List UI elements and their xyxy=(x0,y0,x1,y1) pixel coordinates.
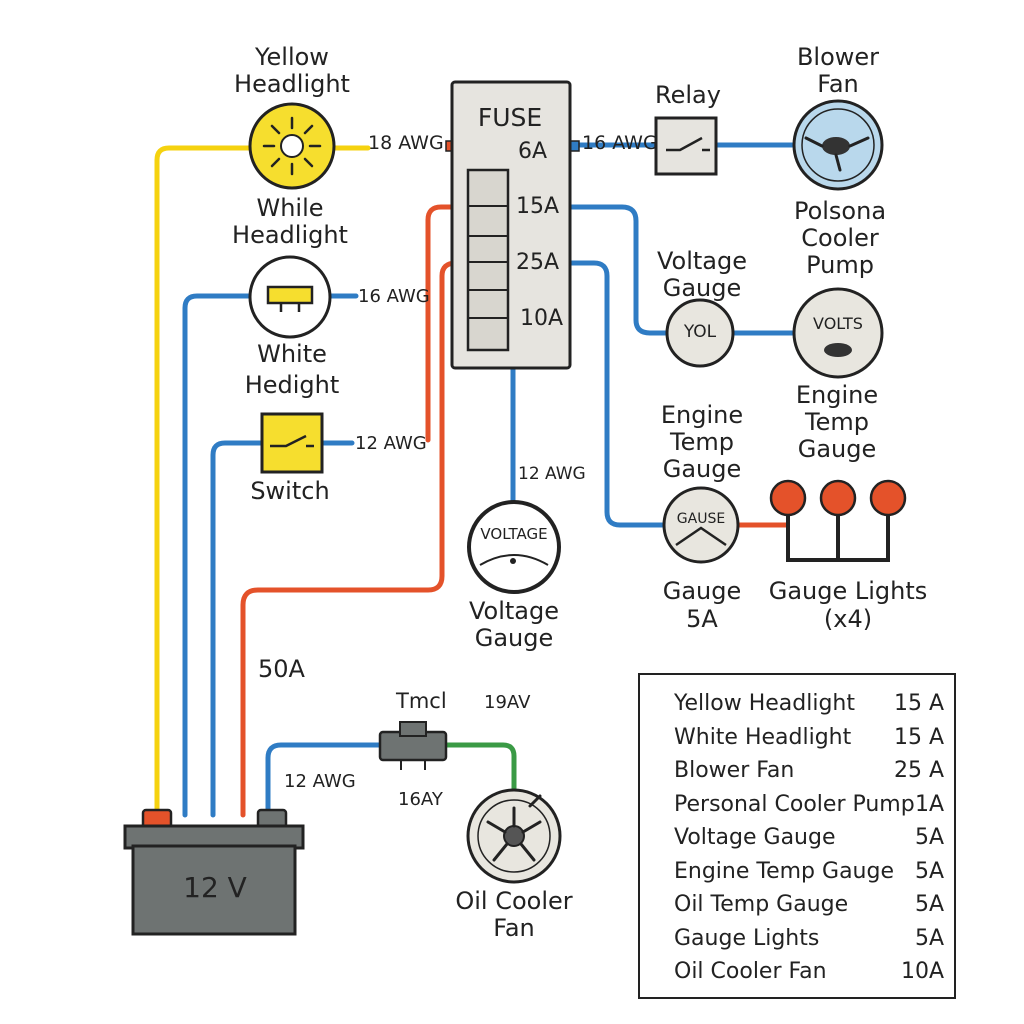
ay-16-label: 16AY xyxy=(398,789,443,810)
relay-label: Relay xyxy=(655,81,721,109)
oil-fan-feed-wire xyxy=(265,742,383,818)
battery-icon xyxy=(123,808,305,936)
awg-12-bottom-label: 12 AWG xyxy=(284,771,356,792)
battery-label: 12 V xyxy=(183,871,247,904)
fuse-6a-label: 6A xyxy=(518,139,548,164)
amp-50-label: 50A xyxy=(258,655,305,683)
awg-12-center-label: 12 AWG xyxy=(518,464,586,484)
gause-gauge-icon xyxy=(662,486,740,564)
blower-fan-icon xyxy=(792,99,884,191)
awg-16-right-label: 16 AWG xyxy=(582,132,658,154)
yellow-headlight-wire xyxy=(154,145,253,813)
gauge-lights-harness xyxy=(786,511,890,562)
oil-fan-green-wire xyxy=(443,742,517,793)
yol-gauge-icon xyxy=(665,298,735,368)
switch-icon xyxy=(260,412,324,474)
switch-wire xyxy=(210,440,266,818)
fuse-25a-label: 25A xyxy=(516,250,560,275)
fuse-block xyxy=(466,168,510,352)
awg-18-label: 18 AWG xyxy=(368,132,444,154)
awg-12-switch-label: 12 AWG xyxy=(355,433,427,454)
gauge-light-2 xyxy=(819,479,857,517)
relay-icon xyxy=(654,116,718,176)
switch-label: Switch xyxy=(250,477,330,505)
white-headlight-wire xyxy=(182,293,253,818)
oil-cooler-fan-icon xyxy=(466,788,562,884)
fuse-title: FUSE xyxy=(477,103,543,132)
volts-gauge-icon xyxy=(792,287,884,379)
voltage-face-label: VOLTAGE xyxy=(480,525,548,543)
connector-icon xyxy=(378,721,448,770)
gauge-light-3 xyxy=(869,479,907,517)
switch-feed-red-wire xyxy=(425,204,471,443)
gause-face-label: GAUSE xyxy=(676,511,726,527)
fuse-15a-out-wire xyxy=(563,204,671,336)
gauge-lights-label: Gauge Lights(x4) xyxy=(768,577,928,633)
fuse-15a-label: 15A xyxy=(516,194,560,219)
volts-face-label: VOLTS xyxy=(813,314,863,333)
connector-label: Tmcl xyxy=(396,689,447,713)
main-feed-red-wire xyxy=(240,260,471,818)
av-19-label: 19AV xyxy=(484,692,531,713)
awg-16-left-label: 16 AWG xyxy=(358,286,430,307)
fuse-10a-label: 10A xyxy=(520,306,564,331)
gauge-light-1 xyxy=(769,479,807,517)
yol-face-label: YOL xyxy=(683,322,717,342)
yellow-headlight-icon xyxy=(248,102,336,190)
voltage-gauge-icon xyxy=(467,500,561,594)
fuse-25a-out-wire xyxy=(563,260,667,528)
white-headlight-icon xyxy=(248,255,332,339)
